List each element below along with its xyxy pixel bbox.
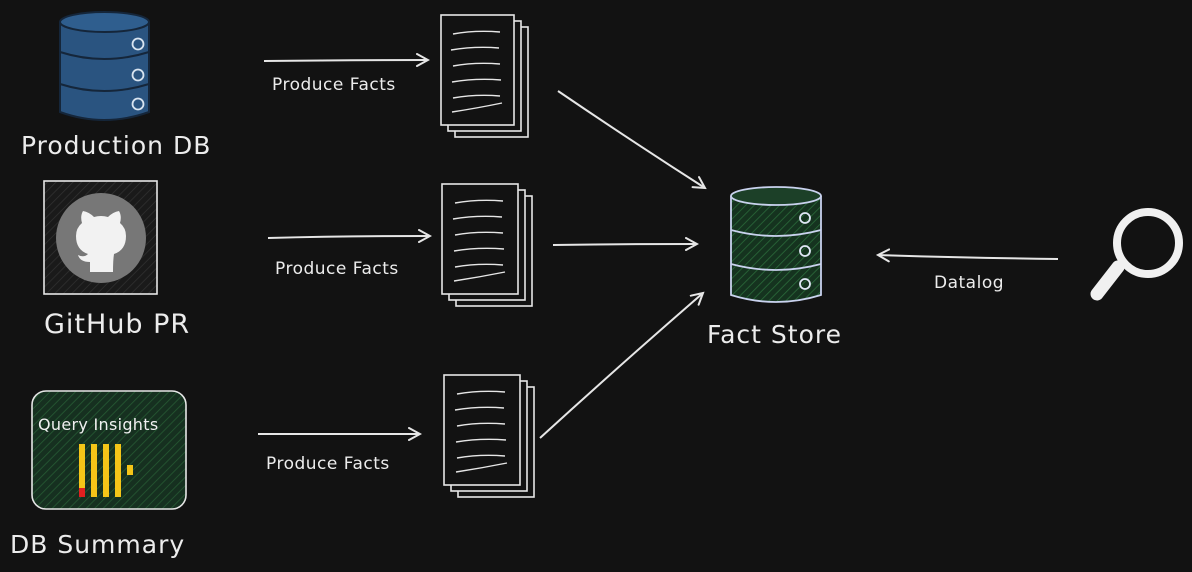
production-db-icon <box>59 11 150 121</box>
edge-label-produce-facts-1: Produce Facts <box>272 75 396 95</box>
magnifier-icon <box>1090 208 1183 301</box>
arrow-doc1-to-fact-store <box>557 90 705 188</box>
arrow-datalog <box>878 255 1059 259</box>
edge-label-produce-facts-3: Produce Facts <box>266 454 390 474</box>
edge-label-datalog: Datalog <box>934 273 1005 293</box>
query-insights-title: Query Insights <box>38 415 159 434</box>
query-insights-card <box>31 390 187 510</box>
arrow-doc2-to-fact-store <box>552 244 697 245</box>
fact-store-label: Fact Store <box>707 320 842 349</box>
document-stack-1 <box>440 14 529 138</box>
edge-label-produce-facts-2: Produce Facts <box>275 259 399 279</box>
arrow-produce-facts-1 <box>263 60 428 61</box>
db-summary-label: DB Summary <box>10 530 186 559</box>
document-stack-2 <box>441 183 533 307</box>
production-db-label: Production DB <box>21 131 212 160</box>
github-pr-label: GitHub PR <box>44 309 191 340</box>
document-stack-3 <box>443 374 535 498</box>
arrow-produce-facts-2 <box>267 236 430 238</box>
github-icon <box>43 180 158 295</box>
arrow-doc3-to-fact-store <box>539 293 703 439</box>
fact-store-icon <box>730 186 822 303</box>
